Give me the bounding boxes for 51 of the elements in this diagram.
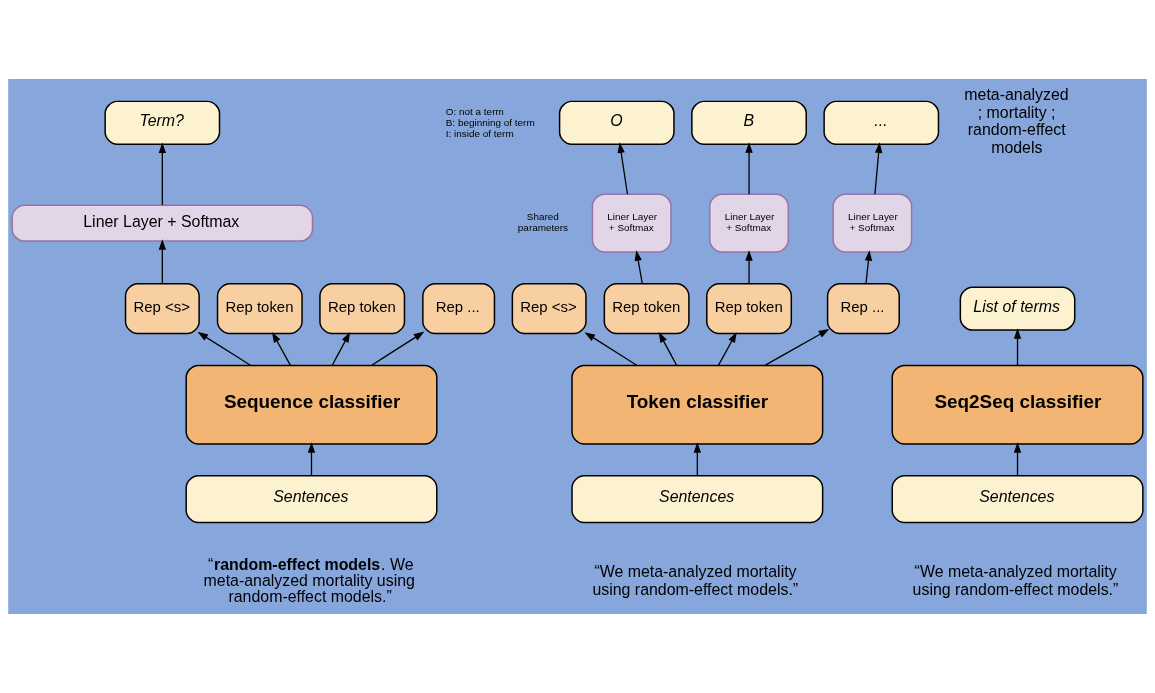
node-box: Liner Layer + Softmax (591, 193, 672, 253)
node-box: Sequence classifier (185, 364, 438, 445)
arrow (158, 142, 166, 206)
arrow (658, 332, 678, 366)
arrow (617, 142, 629, 195)
node-box: Rep <s> (124, 283, 200, 335)
arrow (745, 250, 753, 285)
arrow (1013, 442, 1022, 477)
label: I: inside of term (445, 127, 514, 139)
label: B: beginning of term (445, 116, 535, 128)
node-box: Liner Layer + Softmax (832, 193, 913, 253)
arrow (874, 142, 883, 195)
node-box: List of terms (959, 286, 1076, 331)
node-box: Sentences (185, 475, 438, 524)
node-box: Liner Layer + Softmax (11, 204, 314, 242)
label: O: not a term (445, 105, 504, 117)
arrow (634, 250, 643, 285)
node-box: Sentences (891, 475, 1144, 524)
label: “random-effect models. We meta-analyzed mortality using random-effect models.” (203, 556, 415, 605)
node-box: Liner Layer + Softmax (709, 193, 790, 253)
label: Shared parameters (517, 211, 569, 234)
label: “We meta-analyzed mortality using random-effect models.” (592, 563, 799, 598)
arrow (717, 332, 737, 366)
node-box: O (558, 100, 675, 145)
label: “We meta-analyzed mortality using random-effect models.” (912, 563, 1119, 598)
arrow (864, 250, 873, 285)
node-box: Rep token (603, 283, 690, 335)
arrow (197, 331, 252, 366)
node-box: Rep <s> (511, 283, 587, 335)
label: meta-analyzed ; mortality ; random-effect models (964, 85, 1069, 157)
node-box: Sentences (571, 475, 824, 524)
arrow (158, 239, 166, 285)
node-box: Term? (104, 100, 221, 145)
node-box: Rep ... (826, 283, 900, 335)
node-box: Token classifier (571, 364, 824, 445)
node-box: ... (823, 100, 940, 145)
node-box: Rep token (216, 283, 303, 335)
node-box: Rep ... (422, 283, 496, 335)
node-box: Rep token (319, 283, 406, 335)
arrow (764, 329, 830, 366)
arrow (1013, 328, 1022, 366)
arrow (693, 442, 701, 477)
arrow (745, 142, 753, 195)
arrow (307, 442, 316, 477)
arrow (272, 332, 291, 366)
arrow (371, 331, 425, 366)
arrow (331, 332, 351, 366)
node-box: Rep token (706, 283, 793, 335)
node-box: B (691, 100, 807, 145)
arrow (584, 332, 638, 366)
node-box: Seq2Seq classifier (891, 364, 1144, 445)
